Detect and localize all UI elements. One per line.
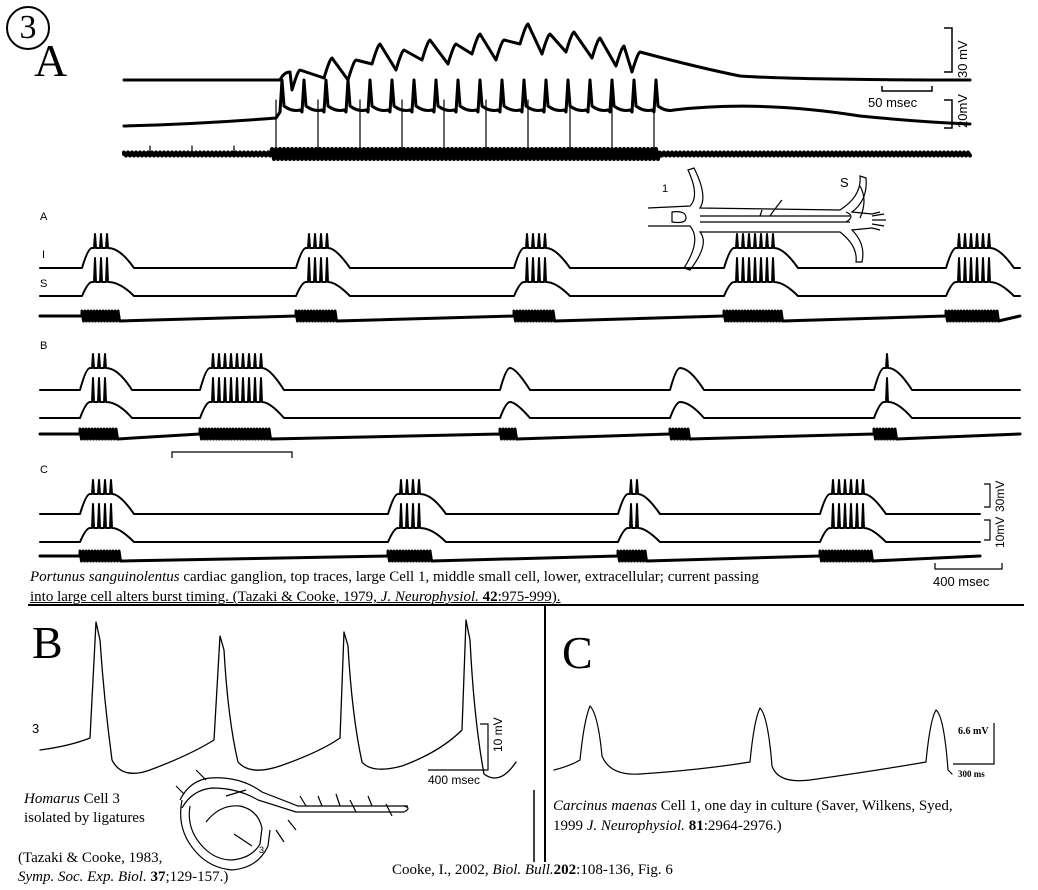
scalebar-10mv bbox=[984, 519, 991, 541]
caption-a-text2: into large cell alters burst timing. (Ta… bbox=[30, 589, 381, 605]
panel-b-scale-v: 10 mV bbox=[491, 717, 505, 752]
subrecord-a-large bbox=[39, 233, 1021, 269]
caption-a-volume: 42 bbox=[478, 589, 498, 605]
subrecord-c-extracellular bbox=[38, 549, 982, 563]
scale-label-400msec: 400 msec bbox=[933, 574, 990, 589]
scalebar-30mv-lower bbox=[984, 483, 991, 508]
subrecord-a-extracellular bbox=[38, 309, 1022, 323]
ref-b-volume: 37 bbox=[146, 869, 166, 885]
caption-c-volume: 81 bbox=[684, 818, 704, 834]
caption-b-line1: Homarus Cell 3 bbox=[24, 790, 120, 809]
caption-c-line1: Carcinus maenas Cell 1, one day in cultu… bbox=[553, 797, 953, 816]
caption-b-text1: Cell 3 bbox=[79, 791, 120, 807]
panel-c-label: C bbox=[562, 627, 593, 678]
subrecord-b-small bbox=[39, 377, 1021, 419]
trace-label-large: I bbox=[42, 249, 46, 261]
panel-b-trace bbox=[39, 619, 517, 779]
ref-b-line1: (Tazaki & Cooke, 1983, bbox=[18, 850, 163, 866]
panel-c-scale-t: 300 ms bbox=[958, 769, 985, 779]
scalebar-30mv bbox=[944, 27, 953, 73]
trace-label-small: S bbox=[40, 278, 48, 290]
scale-label-30mv: 30 mV bbox=[955, 40, 970, 78]
ganglion-diagram bbox=[647, 167, 886, 271]
caption-c-species: Carcinus maenas bbox=[553, 798, 658, 814]
caption-c-line2: 1999 J. Neurophysiol. 81:2964-2976.) bbox=[553, 817, 782, 836]
subrecord-c-large bbox=[39, 479, 981, 515]
trace-a-extracellular bbox=[122, 147, 972, 161]
caption-a-line2: into large cell alters burst timing. (Ta… bbox=[30, 588, 561, 607]
subrecord-c-small bbox=[39, 503, 981, 543]
scalebar-20mv bbox=[944, 99, 953, 129]
panel-b-diagram-label: 3 bbox=[259, 845, 265, 855]
scalebar-c bbox=[953, 723, 995, 765]
panel-b-trace-label: 3 bbox=[32, 721, 40, 736]
current-injection-bracket bbox=[171, 451, 293, 458]
panel-b-scale-t: 400 msec bbox=[428, 773, 481, 787]
panel-c-trace bbox=[553, 705, 953, 782]
scale-label-20mv: 20mV bbox=[955, 94, 970, 128]
caption-a-line1: Portunus sanguinolentus cardiac ganglion… bbox=[30, 568, 759, 587]
figure-number: 3 bbox=[6, 6, 50, 50]
caption-c-year: 1999 bbox=[553, 818, 587, 834]
ref-b-journal: Symp. Soc. Exp. Biol. bbox=[18, 869, 147, 885]
caption-a-text1: cardiac ganglion, top traces, large Cell… bbox=[179, 569, 759, 585]
caption-c-pages: :2964-2976.) bbox=[703, 818, 782, 834]
caption-c-text1: Cell 1, one day in culture (Saver, Wilke… bbox=[657, 798, 953, 814]
subrecord-label-a: A bbox=[40, 211, 48, 223]
subrecord-b-large bbox=[39, 353, 1021, 391]
caption-a-journal: J. Neurophysiol. bbox=[380, 589, 479, 605]
ref-b-pages: ;129-157.) bbox=[165, 869, 229, 885]
subrecord-a-small bbox=[39, 257, 1021, 297]
caption-b-line2: isolated by ligatures bbox=[24, 810, 145, 826]
source-pages: :108-136, Fig. 6 bbox=[576, 862, 673, 878]
diagram-label-small: S bbox=[840, 175, 849, 190]
figure-source: Cooke, I., 2002, Biol. Bull.202:108-136,… bbox=[392, 861, 673, 880]
source-journal: Biol. Bull. bbox=[492, 862, 554, 878]
caption-c-journal: J. Neurophysiol. bbox=[586, 818, 685, 834]
subrecord-label-c: C bbox=[40, 464, 48, 476]
panel-c-scale-v: 6.6 mV bbox=[958, 726, 989, 737]
scale-label-50msec: 50 msec bbox=[868, 95, 918, 110]
caption-a-species: Portunus sanguinolentus bbox=[30, 569, 180, 585]
neuron-diagram bbox=[175, 769, 409, 871]
panel-b-label: B bbox=[32, 617, 63, 668]
source-author: Cooke, I., 2002, bbox=[392, 862, 493, 878]
trace-a-small-cell bbox=[122, 78, 972, 128]
ref-b-line2: Symp. Soc. Exp. Biol. 37;129-157.) bbox=[18, 868, 228, 887]
scale-label-10mv: 10mV bbox=[993, 516, 1007, 548]
caption-a-pages: :975-999). bbox=[497, 589, 561, 605]
scalebar-400msec bbox=[934, 563, 1003, 570]
source-volume: 202 bbox=[553, 862, 577, 878]
scalebar-50msec bbox=[881, 86, 933, 92]
scale-label-30mv-lower: 30mV bbox=[993, 480, 1007, 512]
subrecord-b-extracellular bbox=[38, 427, 1022, 441]
diagram-label-cell1: 1 bbox=[662, 183, 669, 195]
scalebar-b bbox=[428, 723, 489, 771]
subrecord-label-b: B bbox=[40, 340, 48, 352]
caption-b-species: Homarus bbox=[24, 791, 80, 807]
panel-a-label: A bbox=[34, 35, 68, 86]
